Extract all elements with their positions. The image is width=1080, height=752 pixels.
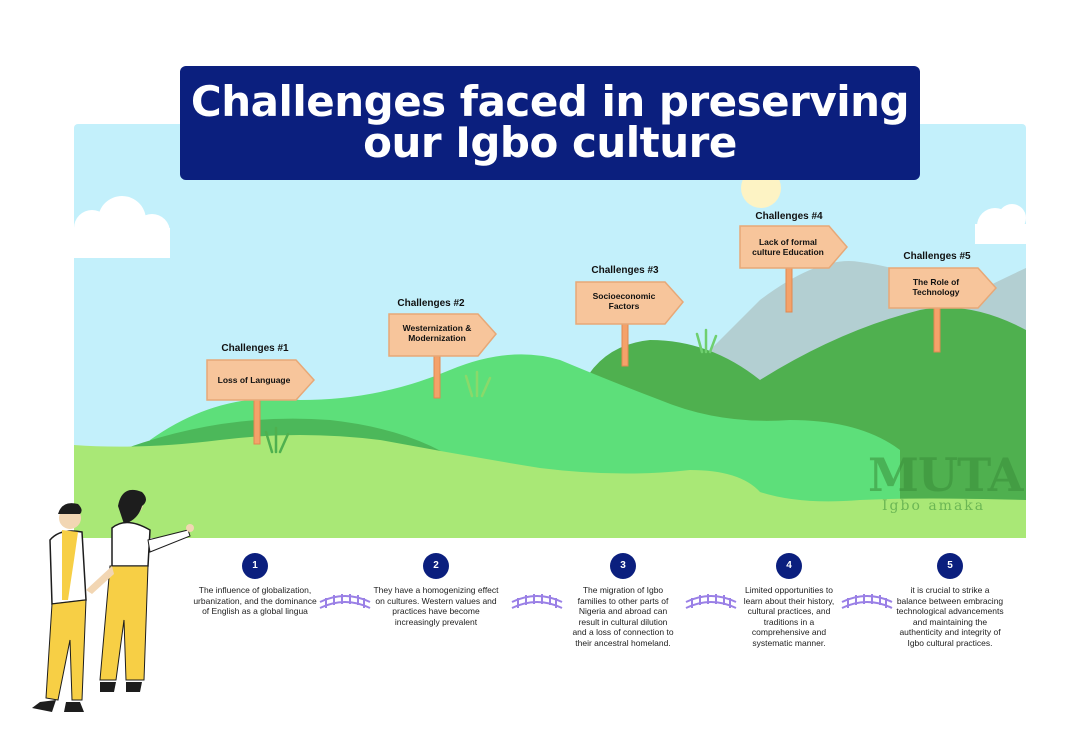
sign-board-3 xyxy=(575,281,684,325)
sign-post-5 xyxy=(933,305,941,353)
sign-post-1 xyxy=(253,397,261,445)
challenge-label-1: Challenges #1 xyxy=(221,343,289,354)
people-illustration xyxy=(32,489,194,712)
muta-logo-brand: MUTA xyxy=(868,448,1023,502)
step-description-5: it is crucial to strike a balance betwee… xyxy=(896,585,1004,648)
sign-board-4 xyxy=(739,225,848,269)
sign-text-1: Loss of Language xyxy=(217,375,291,385)
bridge-icon-2 xyxy=(511,594,563,609)
challenge-label-2: Challenges #2 xyxy=(397,298,465,309)
challenge-label-4: Challenges #4 xyxy=(755,211,823,222)
grass-tuft-2 xyxy=(464,370,492,398)
step-number-4: 4 xyxy=(776,553,802,579)
bridge-icon-1 xyxy=(319,594,371,609)
hill-foreground xyxy=(74,435,1026,538)
step-description-1: The influence of globalization, urbaniza… xyxy=(193,585,317,617)
sign-board-2 xyxy=(388,313,497,357)
bridge-icon-4 xyxy=(841,594,893,609)
sign-text-4: Lack of formal culture Education xyxy=(752,237,824,257)
muta-logo: MUTA Igbo amaka xyxy=(868,448,1023,514)
sign-text-3: Socioeconomic Factors xyxy=(592,291,656,311)
step-description-4: Limited opportunities to learn about the… xyxy=(743,585,835,648)
sign-board-1 xyxy=(206,359,316,401)
title-line-2: our Igbo culture xyxy=(363,118,737,167)
sign-post-3 xyxy=(621,319,629,367)
step-number-3: 3 xyxy=(610,553,636,579)
challenge-label-3: Challenges #3 xyxy=(591,265,659,276)
step-number-1: 1 xyxy=(242,553,268,579)
sign-board-5 xyxy=(888,267,998,309)
sign-text-2: Westernization & Modernization xyxy=(402,323,472,343)
bridges xyxy=(319,594,893,609)
title-banner: Challenges faced in preserving our Igbo … xyxy=(180,66,920,180)
cloud-left xyxy=(74,196,170,258)
cloud-right xyxy=(975,204,1026,244)
title-line-1: Challenges faced in preserving xyxy=(190,77,910,126)
woman-figure xyxy=(86,489,194,692)
man-figure xyxy=(32,503,87,712)
grass-tuft-1 xyxy=(264,426,290,454)
step-number-5: 5 xyxy=(937,553,963,579)
step-description-2: They have a homogenizing effect on cultu… xyxy=(373,585,499,627)
muta-logo-sub: Igbo amaka xyxy=(882,498,986,514)
sign-text-5: The Role of Technology xyxy=(912,277,960,297)
sign-post-2 xyxy=(433,351,441,399)
step-number-2: 2 xyxy=(423,553,449,579)
grass-tuft-3 xyxy=(695,328,718,354)
sign-post-4 xyxy=(785,265,793,313)
step-description-3: The migration of Igbo families to other … xyxy=(572,585,674,648)
challenge-label-5: Challenges #5 xyxy=(903,251,971,262)
bridge-icon-3 xyxy=(685,594,737,609)
